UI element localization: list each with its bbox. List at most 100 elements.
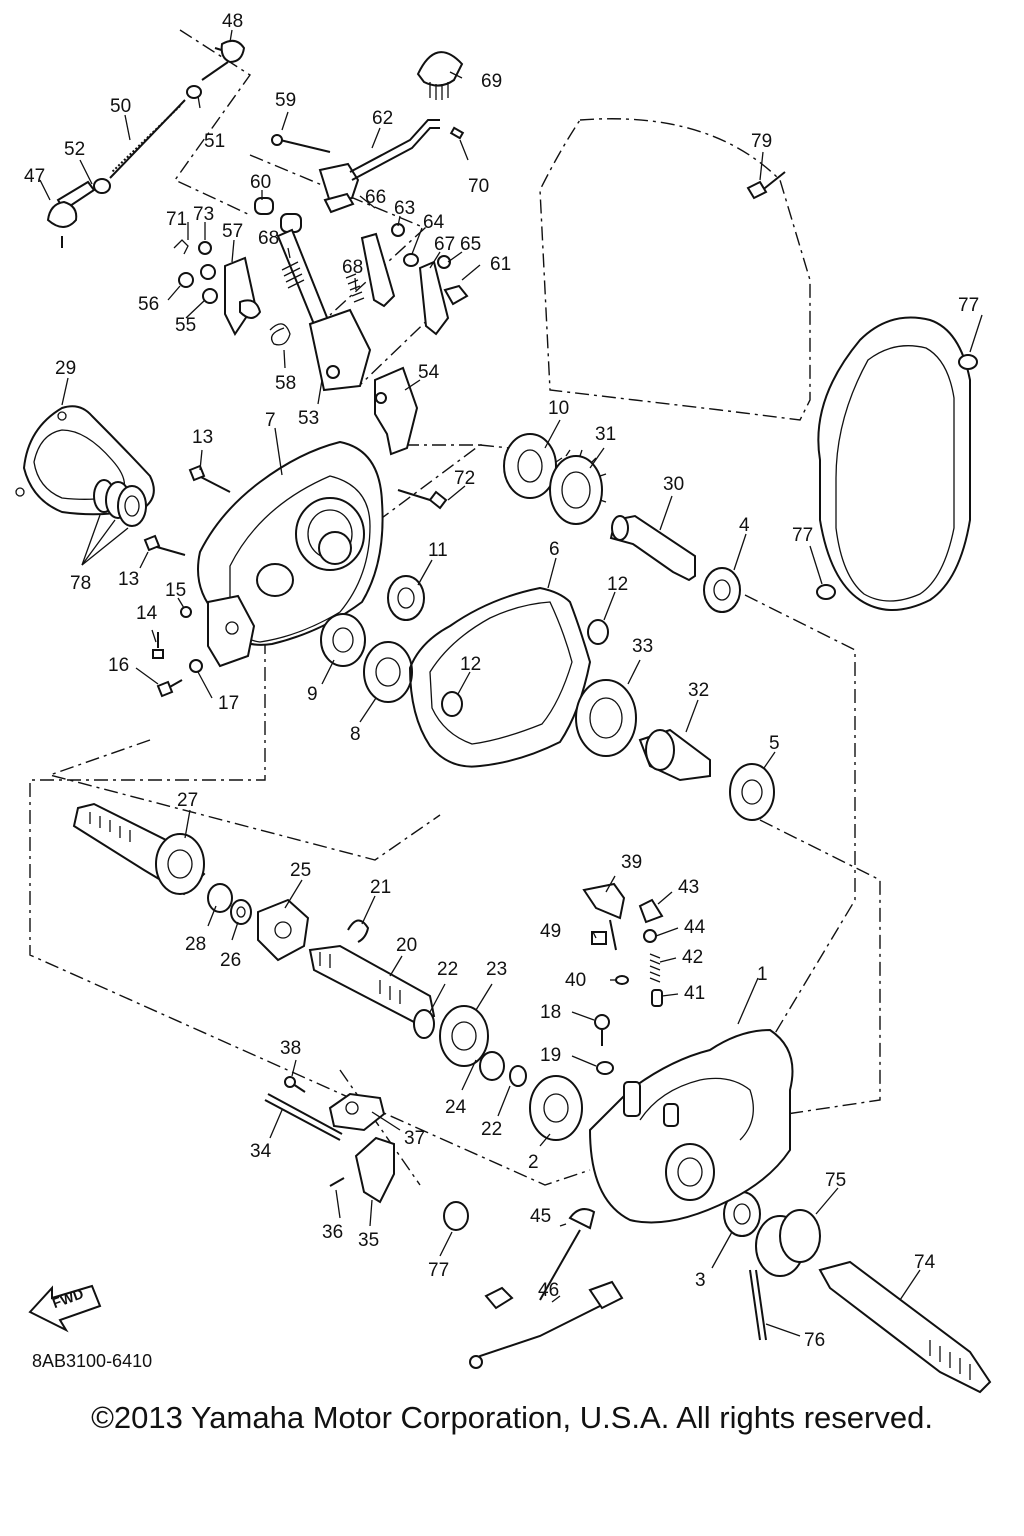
shift-lever-assembly — [173, 51, 469, 456]
callout-1: 1 — [757, 964, 768, 985]
callout-26: 26 — [220, 950, 241, 971]
shaft-20 — [308, 944, 436, 1024]
callout-27: 27 — [177, 790, 198, 811]
bearing-5 — [729, 763, 775, 821]
callout-8: 8 — [350, 724, 361, 745]
main-shaft-27 — [72, 802, 206, 896]
callout-12a: 12 — [607, 574, 628, 595]
callout-72: 72 — [454, 468, 475, 489]
callout-34: 34 — [250, 1141, 272, 1162]
callout-58: 58 — [275, 373, 296, 394]
callout-76: 76 — [804, 1330, 825, 1351]
shift-rod-assembly — [46, 39, 246, 248]
callout-65: 65 — [460, 234, 481, 255]
callout-11: 11 — [428, 540, 448, 561]
callout-14: 14 — [136, 603, 158, 624]
gear-33 — [575, 679, 637, 757]
diagram-code: 8AB3100-6410 — [32, 1351, 152, 1371]
callout-43: 43 — [678, 877, 699, 898]
callout-32: 32 — [688, 680, 709, 701]
panel-outline — [539, 118, 811, 421]
callout-31: 31 — [595, 424, 616, 445]
callout-28: 28 — [185, 934, 206, 955]
gear-23 — [439, 1005, 489, 1067]
circlip-21 — [347, 919, 370, 943]
callout-18: 18 — [540, 1002, 561, 1023]
callout-48: 48 — [222, 11, 243, 32]
callout-66: 66 — [365, 187, 386, 208]
crankcase-right — [588, 1028, 794, 1224]
gasket-6 — [408, 586, 592, 768]
callout-64: 64 — [423, 212, 445, 233]
callout-45: 45 — [530, 1206, 551, 1227]
callout-79: 79 — [751, 131, 772, 152]
callout-38: 38 — [280, 1038, 301, 1059]
callout-53: 53 — [298, 408, 319, 429]
callout-41: 41 — [684, 983, 705, 1004]
callout-2: 2 — [528, 1152, 539, 1173]
callout-73: 73 — [193, 204, 214, 225]
bearing-11 — [387, 575, 425, 621]
callout-56: 56 — [138, 294, 159, 315]
callout-49: 49 — [540, 921, 561, 942]
callout-22b: 22 — [481, 1119, 502, 1140]
callout-6: 6 — [549, 539, 560, 560]
callout-4: 4 — [739, 515, 750, 536]
callout-78: 78 — [70, 573, 91, 594]
callout-51: 51 — [204, 131, 225, 152]
oil-seal-set — [81, 479, 147, 566]
callout-9: 9 — [307, 684, 318, 705]
callout-71: 71 — [166, 209, 187, 230]
callout-74: 74 — [914, 1252, 936, 1273]
callout-63: 63 — [394, 198, 415, 219]
speed-sensor-45 — [484, 1208, 596, 1310]
callout-40: 40 — [565, 970, 586, 991]
callout-60: 60 — [250, 172, 271, 193]
callout-47: 47 — [24, 166, 45, 187]
seal-9 — [320, 613, 366, 667]
callout-12b: 12 — [460, 654, 481, 675]
dowel-pins-12 — [441, 619, 609, 717]
callout-25: 25 — [290, 860, 311, 881]
bearing-2 — [529, 1075, 583, 1141]
callout-77c: 77 — [428, 1260, 449, 1281]
callout-50: 50 — [110, 96, 131, 117]
callout-46: 46 — [538, 1280, 559, 1301]
callout-16: 16 — [108, 655, 129, 676]
callout-17: 17 — [218, 693, 239, 714]
callout-77a: 77 — [958, 295, 979, 316]
callout-62: 62 — [372, 108, 393, 129]
callout-35: 35 — [358, 1230, 379, 1251]
clutch-hub-25 — [257, 898, 310, 962]
callout-68b: 68 — [342, 257, 363, 278]
copyright-notice: ©2013 Yamaha Motor Corporation, U.S.A. A… — [91, 1400, 933, 1435]
callout-55: 55 — [175, 315, 196, 336]
callout-labels: 48 69 50 59 62 51 79 52 47 60 70 66 71 7… — [24, 11, 979, 1371]
callout-23: 23 — [486, 959, 507, 980]
shaft-30 — [609, 514, 696, 582]
callout-69: 69 — [481, 71, 502, 92]
callout-39: 39 — [621, 852, 642, 873]
callout-21: 21 — [370, 877, 391, 898]
callout-54: 54 — [418, 362, 440, 383]
callout-15: 15 — [165, 580, 186, 601]
callout-44: 44 — [684, 917, 706, 938]
washers-26-28 — [207, 883, 252, 925]
shaft-32 — [638, 728, 711, 782]
callout-36: 36 — [322, 1222, 343, 1243]
callout-57: 57 — [222, 221, 243, 242]
callout-59: 59 — [275, 90, 296, 111]
bearing-8 — [363, 641, 413, 703]
washers-22-24 — [413, 1009, 527, 1087]
callout-7: 7 — [265, 410, 276, 431]
callout-61: 61 — [490, 254, 511, 275]
callout-20: 20 — [396, 935, 417, 956]
bearing-10 — [503, 433, 557, 499]
callout-52: 52 — [64, 139, 85, 160]
callout-68: 68 — [258, 228, 279, 249]
fwd-arrow-icon: FWD — [28, 1284, 102, 1333]
callout-37: 37 — [404, 1128, 425, 1149]
leader-lines — [39, 29, 983, 1337]
bearing-4 — [703, 567, 741, 613]
